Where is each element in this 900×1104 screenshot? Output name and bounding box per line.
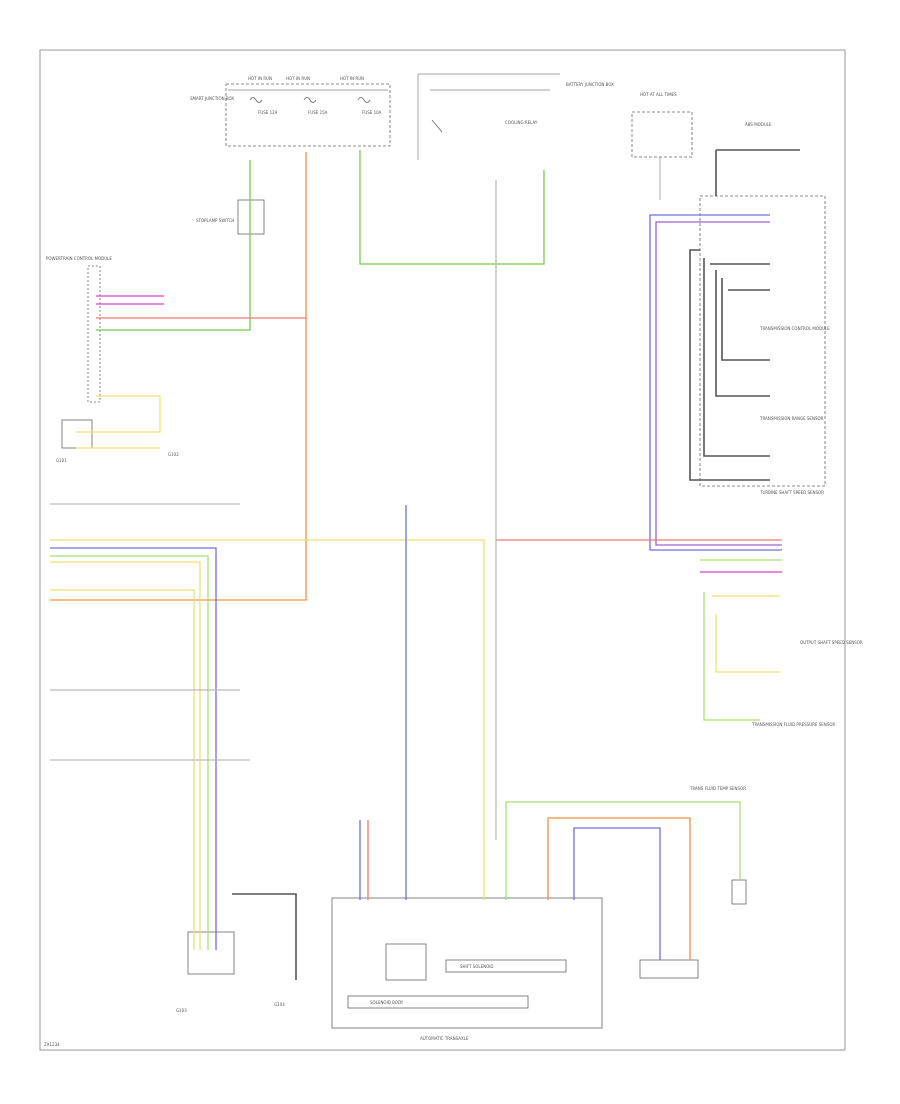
wire-orange-main [50, 152, 307, 601]
wire-blue-bottom [573, 827, 661, 960]
cooling-relay-label: COOLING RELAY [505, 120, 538, 125]
pcm-module: POWERTRAIN CONTROL MODULE [46, 256, 112, 403]
turbine-speed-label: TURBINE SHAFT SPEED SENSOR [759, 490, 824, 495]
fuse-symbol-b [303, 97, 317, 103]
stoplamp-label: STOPLAMP SWITCH [196, 218, 234, 223]
ground-label-b: G102 [168, 452, 179, 457]
wire-group [50, 149, 800, 980]
transaxle-label: AUTOMATIC TRANSAXLE [420, 1036, 469, 1041]
hot-run-label-a: HOT IN RUN [248, 76, 272, 81]
fuse-symbol-c [357, 97, 371, 103]
fuse-label-b: FUSE 15A [308, 110, 328, 115]
output-speed-label: OUTPUT SHAFT SPEED SENSOR [800, 640, 863, 645]
fuse-block: HOT IN RUN HOT IN RUN HOT IN RUN FUSE 12… [190, 76, 391, 147]
wire-lightgreen-sensor [703, 592, 760, 721]
temp-sensor-element [731, 879, 747, 905]
wire-yellow-mid [50, 539, 485, 900]
hot-all-times-block: HOT AT ALL TIMES [631, 92, 693, 200]
wire-green-top [359, 150, 545, 265]
wire-blue-right [649, 214, 782, 551]
wire-black-right-stack [689, 249, 770, 481]
diagram-frame [39, 49, 846, 1051]
wire-yellow-sensor-2 [715, 614, 780, 673]
connector-bottom-left [187, 931, 235, 975]
ground-label-a: G101 [56, 458, 67, 463]
trans-range-label: TRANSMISSION RANGE SENSOR [759, 416, 824, 421]
wire-green-left [96, 160, 251, 331]
wire-lightgreen-bottom [505, 801, 741, 900]
battery-jb-label: BATTERY JUNCTION BOX [566, 82, 614, 87]
fuse-label-a: FUSE 12A [258, 110, 278, 115]
wire-grey-left [50, 503, 250, 761]
footer-label: ZX1234 [44, 1042, 60, 1047]
hot-run-label-c: HOT IN RUN [340, 76, 364, 81]
wire-yellow-left [50, 561, 201, 950]
wire-violet-right [655, 221, 782, 546]
pcm-label: POWERTRAIN CONTROL MODULE [46, 256, 112, 261]
hot-run-label-b: HOT IN RUN [286, 76, 310, 81]
fuse-symbol-a [249, 97, 263, 103]
hot-all-times-label: HOT AT ALL TIMES [640, 92, 677, 97]
shift-solenoid-label: SHIFT SOLENOID [460, 964, 494, 969]
wire-black-bottom-left [232, 893, 297, 980]
wire-orange-bottom [547, 817, 691, 960]
ground-label-c: G103 [176, 1008, 187, 1013]
solenoid-body: SOLENOID BODY SHIFT SOLENOID AUTOMATIC T… [331, 897, 603, 1041]
wire-blue-left [50, 547, 217, 950]
fluid-temp-label: TRANS FLUID TEMP SENSOR [689, 786, 746, 791]
trans-module-label: TRANSMISSION CONTROL MODULE [759, 326, 830, 331]
wire-yellow-pcm [76, 395, 161, 433]
connector-left [61, 419, 93, 449]
wire-lightgreen-left [50, 555, 209, 950]
wire-black-top-right [715, 149, 800, 196]
fuse-label-c: FUSE 10A [362, 110, 382, 115]
smart-jb-label: SMART JUNCTION BOX [190, 96, 234, 101]
wire-yellow-left-2 [50, 589, 195, 950]
trans-fluid-pressure-label: TRANSMISSION FLUID PRESSURE SENSOR [751, 722, 835, 727]
stoplamp-switch: STOPLAMP SWITCH [196, 199, 265, 235]
abs-module: ABS MODULE TRANSMISSION CONTROL MODULE T… [699, 122, 830, 495]
ground-label-d: G104 [274, 1002, 285, 1007]
connector-bottom-right [639, 959, 699, 979]
solenoid-body-label: SOLENOID BODY [370, 1000, 404, 1005]
relay-switch: BATTERY JUNCTION BOX COOLING RELAY [417, 73, 614, 160]
abs-label: ABS MODULE [745, 122, 772, 127]
